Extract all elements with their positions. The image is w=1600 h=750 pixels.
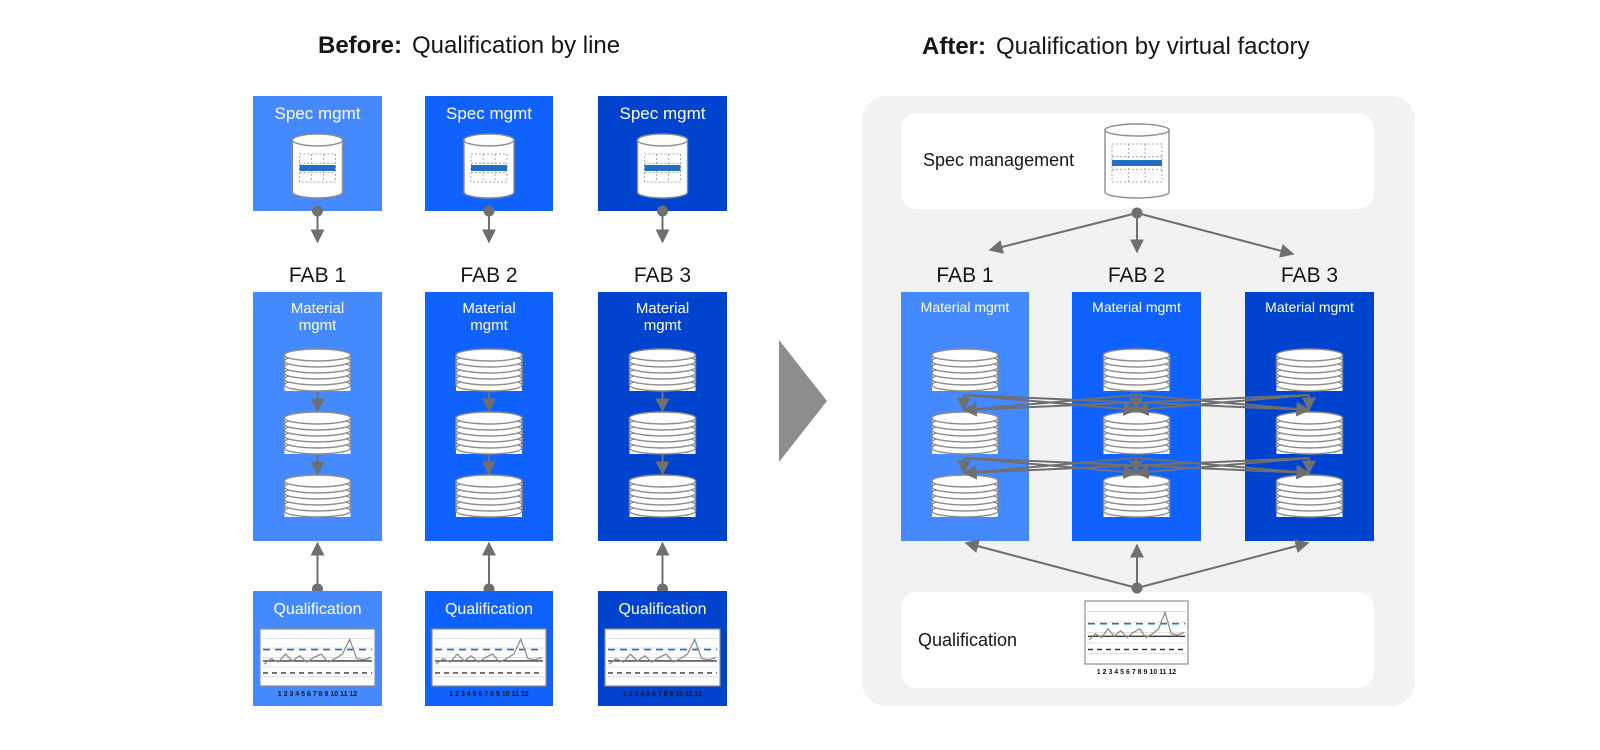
control-chart-icon: 1 2 3 4 5 6 7 8 9 10 11 12 — [431, 628, 547, 698]
qualification-label: Qualification — [273, 601, 361, 618]
cross-fab-arrow — [1134, 457, 1310, 479]
wafer-stack-icon — [931, 348, 999, 392]
after-qualification-label: Qualification — [918, 630, 1017, 650]
material-label: Material mgmt — [1092, 299, 1181, 315]
wafer-stack-icon — [283, 348, 352, 392]
material-label: mgmt — [470, 317, 508, 334]
after-fab-column-2: FAB 2 Material mgmt — [1072, 264, 1201, 541]
wafer-stack-icon — [455, 411, 523, 455]
material-label: mgmt — [644, 317, 682, 334]
material-label: Material — [462, 300, 515, 317]
highlight-row — [644, 165, 681, 171]
wafer-stack-icon — [1102, 348, 1171, 392]
material-label: Material mgmt — [1265, 299, 1354, 315]
cross-fab-arrow — [1134, 394, 1310, 416]
wafer-stack-icon — [1275, 348, 1344, 392]
chart-axis-labels: 1 2 3 4 5 6 7 8 9 10 11 12 — [1097, 669, 1177, 676]
wafer-stack-icon — [455, 474, 523, 518]
spec-mgmt-label: Spec mgmt — [620, 104, 706, 123]
chart-axis-labels: 1 2 3 4 5 6 7 8 9 10 11 12 — [623, 691, 703, 698]
highlight-row — [1112, 160, 1162, 166]
chart-axis-labels: 1 2 3 4 5 6 7 8 9 10 11 12 — [278, 691, 358, 698]
connector-arrow — [988, 212, 1138, 254]
chart-axis-labels: 1 2 3 4 5 6 7 8 9 10 11 12 — [449, 691, 529, 698]
after-spec-label: Spec management — [923, 150, 1074, 170]
wafer-stack-icon — [628, 474, 697, 518]
fab-label: FAB 1 — [936, 264, 993, 287]
wafer-stack-icon — [1102, 474, 1171, 518]
highlight-row — [471, 165, 507, 171]
before-title: Before:Qualification by line — [318, 32, 620, 59]
control-chart-icon: 1 2 3 4 5 6 7 8 9 10 11 12 — [1084, 600, 1189, 676]
spec-mgmt-label: Spec mgmt — [275, 104, 361, 123]
database-icon — [1104, 123, 1170, 199]
highlight-row — [299, 165, 336, 171]
wafer-stack-icon — [283, 411, 352, 455]
cross-fab-arrow — [962, 457, 1137, 479]
wafer-stack-icon — [1275, 411, 1344, 455]
wafer-stack-icon — [931, 411, 999, 455]
qualification-label: Qualification — [618, 601, 706, 618]
connector-arrow — [1136, 539, 1310, 589]
wafer-stack-icon — [1102, 411, 1171, 455]
connector-arrow — [1136, 212, 1295, 258]
wafer-stack-icon — [283, 474, 352, 518]
spec-mgmt-label: Spec mgmt — [446, 104, 532, 123]
fab-label: FAB 3 — [1281, 264, 1338, 287]
after-fab-column-3: FAB 3 Material mgmt — [1245, 264, 1374, 541]
wafer-stack-icon — [931, 474, 999, 518]
after-title: After:Qualification by virtual factory — [922, 33, 1309, 60]
database-icon — [291, 133, 344, 199]
wafer-stack-icon — [1275, 474, 1344, 518]
qualification-label: Qualification — [445, 601, 533, 618]
after-fab-column-1: FAB 1 Material mgmt — [901, 264, 1029, 541]
database-icon — [636, 133, 689, 199]
material-label: Material — [291, 300, 344, 317]
fab-label: FAB 1 — [289, 264, 346, 287]
database-icon — [463, 133, 515, 199]
connector-arrow — [964, 539, 1138, 589]
material-label: Material — [636, 300, 689, 317]
transition-arrow-icon — [779, 340, 827, 462]
fab-label: FAB 2 — [1108, 264, 1165, 287]
wafer-stack-icon — [455, 348, 523, 392]
fab-label: FAB 2 — [460, 264, 517, 287]
wafer-stack-icon — [628, 348, 697, 392]
cross-fab-arrow — [962, 394, 1137, 416]
wafer-stack-icon — [628, 411, 697, 455]
fab-label: FAB 3 — [634, 264, 691, 287]
control-chart-icon: 1 2 3 4 5 6 7 8 9 10 11 12 — [259, 628, 376, 698]
material-label: Material mgmt — [921, 299, 1010, 315]
control-chart-icon: 1 2 3 4 5 6 7 8 9 10 11 12 — [604, 628, 721, 698]
material-label: mgmt — [299, 317, 337, 334]
